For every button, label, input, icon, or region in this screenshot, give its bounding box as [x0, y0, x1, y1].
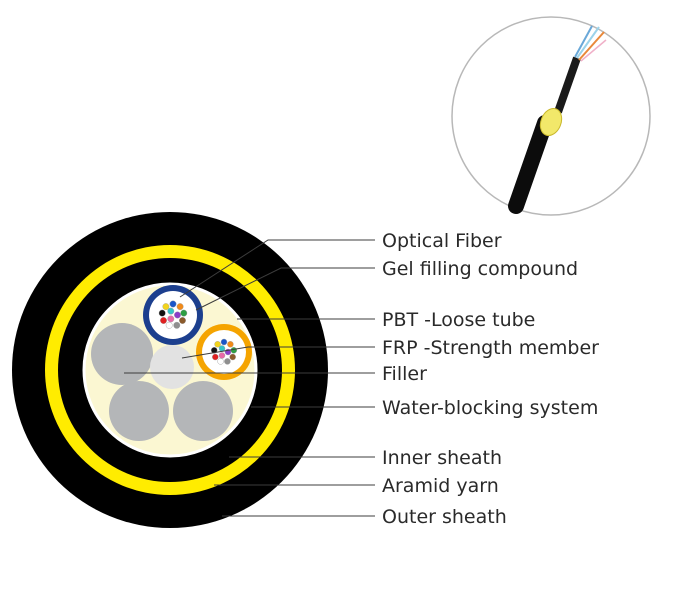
leader-line	[179, 239, 375, 298]
loose-tube-blue	[143, 285, 203, 345]
optical-fiber-dot	[217, 358, 224, 365]
inset-fiber	[580, 39, 607, 62]
inset-fiber	[574, 25, 593, 58]
orange-tube-gel	[202, 330, 246, 374]
blue-tube-gel	[149, 291, 197, 339]
filler-rod	[109, 381, 169, 441]
cable-photo-inset	[451, 16, 651, 216]
optical-fiber-dot	[218, 352, 226, 359]
optical-fiber-dot	[179, 317, 186, 324]
optical-fiber-dot	[227, 341, 234, 348]
label-pbt-loose-tube: PBT -Loose tube	[382, 309, 535, 331]
label-filler: Filler	[382, 363, 427, 385]
optical-fiber-dot	[167, 315, 175, 323]
filler-rod	[91, 323, 153, 385]
leader-line	[195, 267, 375, 311]
inset-cable-jacket	[508, 115, 553, 214]
optical-fiber-dot	[169, 300, 177, 308]
label-water-blocking-system: Water-blocking system	[382, 397, 598, 419]
leader-lines	[124, 239, 375, 517]
optical-fiber-dot	[180, 309, 188, 317]
label-frp-strength-member: FRP -Strength member	[382, 337, 599, 359]
label-gel-filling-compound: Gel filling compound	[382, 258, 578, 280]
optical-fiber-dot	[224, 358, 231, 365]
fiber-bundle	[210, 338, 238, 365]
label-optical-fiber: Optical Fiber	[382, 230, 502, 252]
label-outer-sheath: Outer sheath	[382, 506, 507, 528]
leader-line	[181, 346, 375, 359]
inset-aramid-yarn	[539, 107, 563, 137]
optical-fiber-dot	[167, 307, 175, 315]
optical-fiber-dot	[230, 347, 238, 354]
loose-tube-orange	[196, 324, 252, 380]
optical-fiber-dot	[162, 303, 170, 310]
optical-fiber-dot	[210, 347, 218, 354]
optical-fiber-dot	[176, 303, 184, 310]
inset-fiber	[576, 26, 600, 59]
optical-fiber-dot	[212, 353, 219, 361]
frp-strength-member-rod	[150, 345, 194, 389]
optical-fiber-dot	[220, 338, 228, 346]
optical-fiber-dot	[214, 341, 221, 348]
fiber-bundle	[158, 300, 188, 329]
inset-fiber	[578, 31, 605, 61]
optical-fiber-dot	[158, 309, 166, 317]
label-inner-sheath: Inner sheath	[382, 447, 502, 469]
optical-fiber-dot	[173, 321, 181, 329]
labels: Optical Fiber Gel filling compound PBT -…	[382, 230, 599, 528]
optical-fiber-dot	[174, 311, 181, 319]
filler-rod	[173, 381, 233, 441]
inset-inner-sheath	[554, 56, 581, 114]
optical-fiber-dot	[160, 317, 167, 324]
label-aramid-yarn: Aramid yarn	[382, 475, 499, 497]
cable-cross-section	[12, 212, 328, 528]
optical-fiber-dot	[229, 353, 236, 361]
optical-fiber-dot	[165, 321, 173, 329]
